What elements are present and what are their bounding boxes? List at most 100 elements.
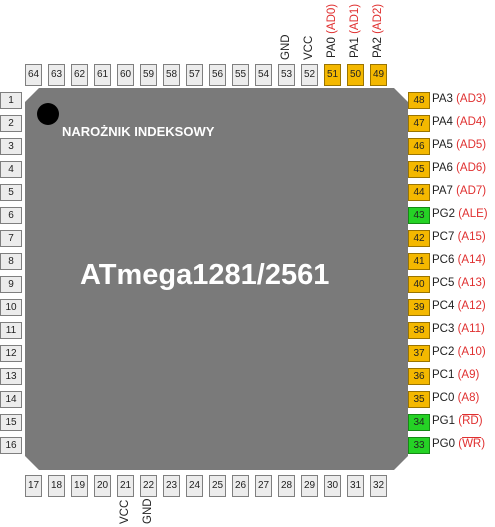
pin-38-signal: PC3 (A11) xyxy=(432,323,485,335)
pin-5: 5 xyxy=(0,184,22,201)
pin-37: 37 xyxy=(408,345,430,362)
pin-43-name: PG2 xyxy=(432,208,459,220)
pin-42-alt: (A15) xyxy=(457,231,486,243)
pin-51-label: PA0 (AD0) xyxy=(326,4,338,58)
pin-64: 64 xyxy=(25,64,42,86)
pin-45-alt: (AD6) xyxy=(456,162,487,174)
pin-50: 50 xyxy=(347,64,364,86)
pin-33: 33 xyxy=(408,437,430,454)
pin-40-signal: PC5 (A13) xyxy=(432,277,486,289)
pin-12: 12 xyxy=(0,345,22,362)
pin-51: 51 xyxy=(324,64,341,86)
pin-14: 14 xyxy=(0,391,22,408)
pin-42-name: PC7 xyxy=(432,231,458,243)
pin-36-name: PC1 xyxy=(432,369,458,381)
pin-58: 58 xyxy=(163,64,180,86)
pin-45-signal: PA6 (AD6) xyxy=(432,162,486,174)
pin-39-alt: (A12) xyxy=(457,300,486,312)
pin-50-alt: (AD1) xyxy=(349,3,361,34)
pin-1: 1 xyxy=(0,92,22,109)
pin-40-name: PC5 xyxy=(432,277,458,289)
pin-54: 54 xyxy=(255,64,272,86)
pin-50-name: PA1 xyxy=(349,33,361,58)
pin-13: 13 xyxy=(0,368,22,385)
pin-44-alt: (AD7) xyxy=(456,185,487,197)
pin-35: 35 xyxy=(408,391,430,408)
chip-package-body xyxy=(25,88,408,470)
pin-34: 34 xyxy=(408,414,430,431)
pin-61: 61 xyxy=(94,64,111,86)
pin-10: 10 xyxy=(0,299,22,316)
pin-29: 29 xyxy=(301,475,318,497)
pin-34-name: PG1 xyxy=(432,415,459,427)
pin-35-signal: PC0 (A8) xyxy=(432,392,479,404)
pin-26: 26 xyxy=(232,475,249,497)
pin-41-name: PC6 xyxy=(432,254,458,266)
pin-42-signal: PC7 (A15) xyxy=(432,231,486,243)
pin-41-signal: PC6 (A14) xyxy=(432,254,486,266)
overline-text: RD xyxy=(462,415,479,427)
pin-48: 48 xyxy=(408,92,430,109)
pin-22-label: GND xyxy=(142,498,154,524)
pin-6: 6 xyxy=(0,207,22,224)
pin-56: 56 xyxy=(209,64,226,86)
pin-51-alt: (AD0) xyxy=(326,3,338,34)
pin-49-name: PA2 xyxy=(372,33,384,58)
pin-21-label: VCC xyxy=(119,499,131,524)
pin-38: 38 xyxy=(408,322,430,339)
index-corner-dot xyxy=(37,103,59,125)
pin-31: 31 xyxy=(347,475,364,497)
pin-62: 62 xyxy=(71,64,88,86)
pin-52-label: VCC xyxy=(303,35,315,60)
pin-46-name: PA5 xyxy=(432,139,457,151)
pin-47-name: PA4 xyxy=(432,116,457,128)
pin-34-signal: PG1 (RD) xyxy=(432,415,483,427)
pin-48-alt: (AD3) xyxy=(456,93,487,105)
pin-3: 3 xyxy=(0,138,22,155)
pin-46: 46 xyxy=(408,138,430,155)
pin-33-signal: PG0 (WR) xyxy=(432,438,485,450)
pin-45: 45 xyxy=(408,161,430,178)
pin-2: 2 xyxy=(0,115,22,132)
pin-53-label: GND xyxy=(280,34,292,60)
pin-39-signal: PC4 (A12) xyxy=(432,300,486,312)
pin-47-alt: (AD4) xyxy=(456,116,487,128)
pin-23: 23 xyxy=(163,475,180,497)
pin-43: 43 xyxy=(408,207,430,224)
pin-36-alt: (A9) xyxy=(457,369,480,381)
pin-63: 63 xyxy=(48,64,65,86)
pin-44-name: PA7 xyxy=(432,185,457,197)
pin-43-signal: PG2 (ALE) xyxy=(432,208,488,220)
pin-37-alt: (A10) xyxy=(457,346,486,358)
pin-48-name: PA3 xyxy=(432,93,457,105)
pin-37-signal: PC2 (A10) xyxy=(432,346,486,358)
pin-15: 15 xyxy=(0,414,22,431)
pin-51-name: PA0 xyxy=(326,33,338,58)
pin-40-alt: (A13) xyxy=(457,277,486,289)
pin-46-alt: (AD5) xyxy=(456,139,487,151)
pin-53: 53 xyxy=(278,64,295,86)
pin-47-signal: PA4 (AD4) xyxy=(432,116,486,128)
pin-7: 7 xyxy=(0,230,22,247)
pin-22: 22 xyxy=(140,475,157,497)
pin-4: 4 xyxy=(0,161,22,178)
pin-59: 59 xyxy=(140,64,157,86)
pin-39-name: PC4 xyxy=(432,300,458,312)
pin-35-name: PC0 xyxy=(432,392,458,404)
pin-34-alt: (RD) xyxy=(458,415,483,427)
pin-17: 17 xyxy=(25,475,42,497)
pin-46-signal: PA5 (AD5) xyxy=(432,139,486,151)
pin-18: 18 xyxy=(48,475,65,497)
pin-16: 16 xyxy=(0,437,22,454)
pin-57: 57 xyxy=(186,64,203,86)
pin-49-label: PA2 (AD2) xyxy=(372,4,384,58)
pin-48-signal: PA3 (AD3) xyxy=(432,93,486,105)
pin-32: 32 xyxy=(370,475,387,497)
pin-44: 44 xyxy=(408,184,430,201)
pin-38-name: PC3 xyxy=(432,323,458,335)
pin-36: 36 xyxy=(408,368,430,385)
pin-20: 20 xyxy=(94,475,111,497)
index-corner-label: NAROŻNIK INDEKSOWY xyxy=(62,124,215,139)
pin-24: 24 xyxy=(186,475,203,497)
